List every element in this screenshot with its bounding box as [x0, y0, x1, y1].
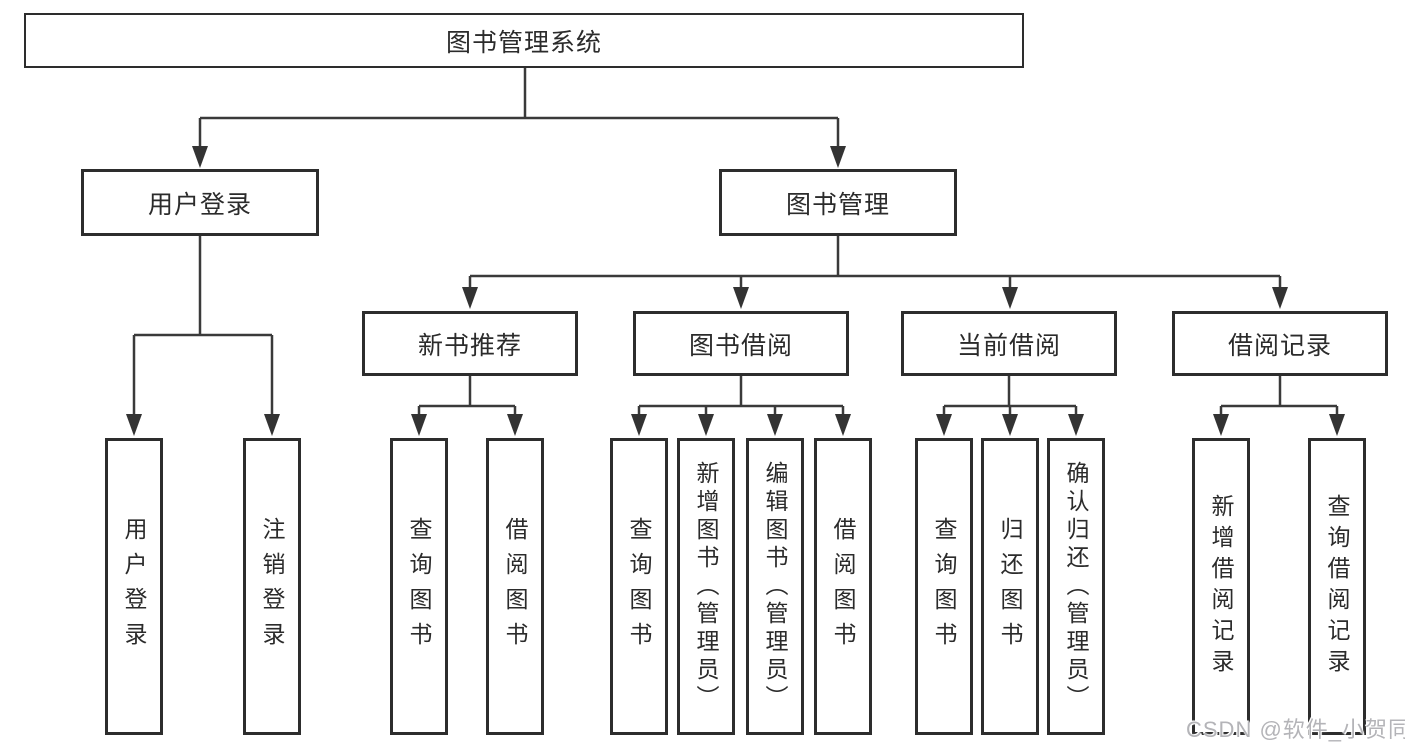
node-return-books: 归还图书: [981, 438, 1039, 735]
node-label: 图书借阅: [688, 331, 793, 360]
node-label: 借阅记录: [1227, 331, 1332, 360]
node-query-books-borrow: 查询图书: [610, 438, 668, 735]
node-add-books-admin: 新增图书（管理员）: [677, 438, 735, 735]
node-borrow-books-recommend: 借阅图书: [486, 438, 544, 735]
node-query-books-recommend: 查询图书: [390, 438, 448, 735]
node-label: 新书推荐: [417, 331, 522, 360]
node-book-management: 图书管理: [719, 169, 957, 236]
node-label: 归还图书: [997, 516, 1023, 657]
node-label: 新增借阅记录: [1208, 493, 1234, 680]
node-label: 查询图书: [931, 516, 957, 657]
node-user-login-leaf: 用户登录: [105, 438, 163, 735]
node-label: 编辑图书（管理员）: [762, 460, 788, 713]
node-logout: 注销登录: [243, 438, 301, 735]
arrowhead-icons: [126, 146, 1345, 436]
csdn-watermark: CSDN @软件_小贺同学: [1186, 717, 1405, 742]
node-label: 借阅图书: [830, 516, 856, 657]
node-label: 查询图书: [626, 516, 652, 657]
node-label: 借阅图书: [502, 516, 528, 657]
node-borrow-books: 借阅图书: [814, 438, 872, 735]
node-label: 图书管理系统: [445, 28, 602, 57]
node-new-book-recommend: 新书推荐: [362, 311, 578, 376]
node-borrowing-records: 借阅记录: [1172, 311, 1388, 376]
node-query-borrow-record: 查询借阅记录: [1308, 438, 1366, 735]
node-current-borrowing: 当前借阅: [901, 311, 1117, 376]
node-add-borrow-record: 新增借阅记录: [1192, 438, 1250, 735]
node-label: 确认归还（管理员）: [1063, 460, 1089, 713]
node-label: 新增图书（管理员）: [693, 460, 719, 713]
node-query-books-current: 查询图书: [915, 438, 973, 735]
node-label: 查询图书: [406, 516, 432, 657]
node-label: 用户登录: [147, 190, 252, 219]
node-label: 用户登录: [121, 516, 147, 657]
node-book-borrowing: 图书借阅: [633, 311, 849, 376]
node-label: 查询借阅记录: [1324, 493, 1350, 680]
node-user-login: 用户登录: [81, 169, 319, 236]
node-label: 当前借阅: [956, 331, 1061, 360]
node-root-system: 图书管理系统: [24, 13, 1024, 68]
node-edit-books-admin: 编辑图书（管理员）: [746, 438, 804, 735]
node-label: 图书管理: [785, 190, 890, 219]
node-label: 注销登录: [259, 516, 285, 657]
node-confirm-return-admin: 确认归还（管理员）: [1047, 438, 1105, 735]
